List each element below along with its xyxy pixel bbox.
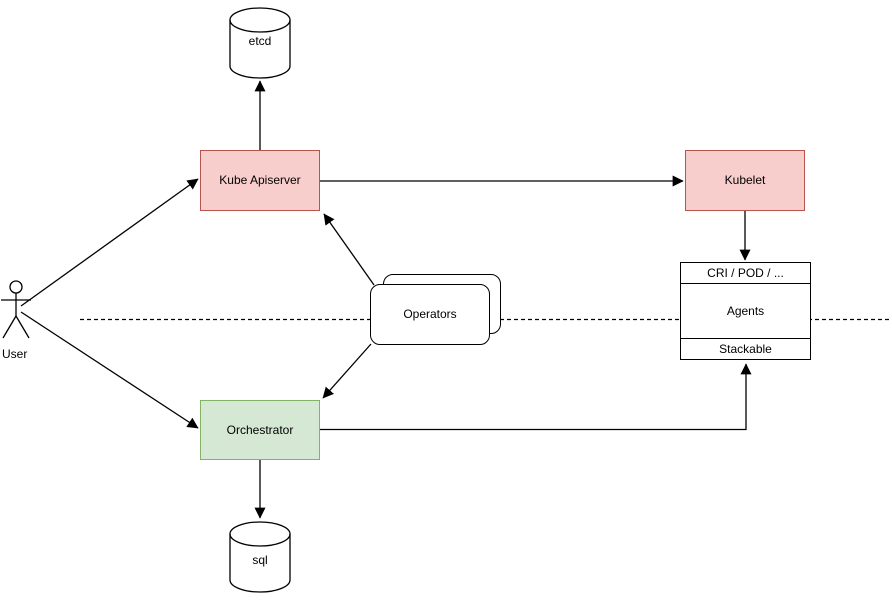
etcd-cylinder[interactable] — [229, 7, 291, 79]
operators-label: Operators — [403, 307, 457, 322]
agents-body: Agents — [726, 303, 765, 318]
user-actor-icon[interactable] — [1, 280, 31, 339]
sql-cylinder-rim — [229, 533, 291, 547]
edge-user-to-kube-apiserver — [20, 178, 199, 307]
sql-cylinder[interactable] — [229, 521, 291, 593]
node-operators[interactable]: Operators — [370, 284, 490, 345]
agents-footer: Stackable — [681, 338, 810, 359]
node-orchestrator[interactable]: Orchestrator — [200, 400, 320, 460]
node-kube-apiserver[interactable]: Kube Apiserver — [200, 150, 320, 211]
sql-label: sql — [252, 553, 268, 567]
kube-apiserver-label: Kube Apiserver — [219, 173, 301, 188]
node-kubelet[interactable]: Kubelet — [685, 150, 805, 211]
edge-orchestrator-to-stackable — [320, 363, 752, 431]
node-agents-stack[interactable]: CRI / POD / ... Agents Stackable — [680, 262, 811, 360]
etcd-label: etcd — [248, 34, 272, 48]
kubelet-label: Kubelet — [724, 173, 766, 188]
user-label: User — [2, 347, 28, 361]
edge-operators-to-kube-apiserver — [323, 213, 375, 286]
agents-header: CRI / POD / ... — [681, 263, 810, 284]
etcd-cylinder-rim — [229, 19, 291, 33]
edge-operators-to-orchestrator — [322, 343, 372, 399]
edge-user-to-orchestrator — [20, 311, 199, 429]
orchestrator-label: Orchestrator — [226, 422, 294, 437]
